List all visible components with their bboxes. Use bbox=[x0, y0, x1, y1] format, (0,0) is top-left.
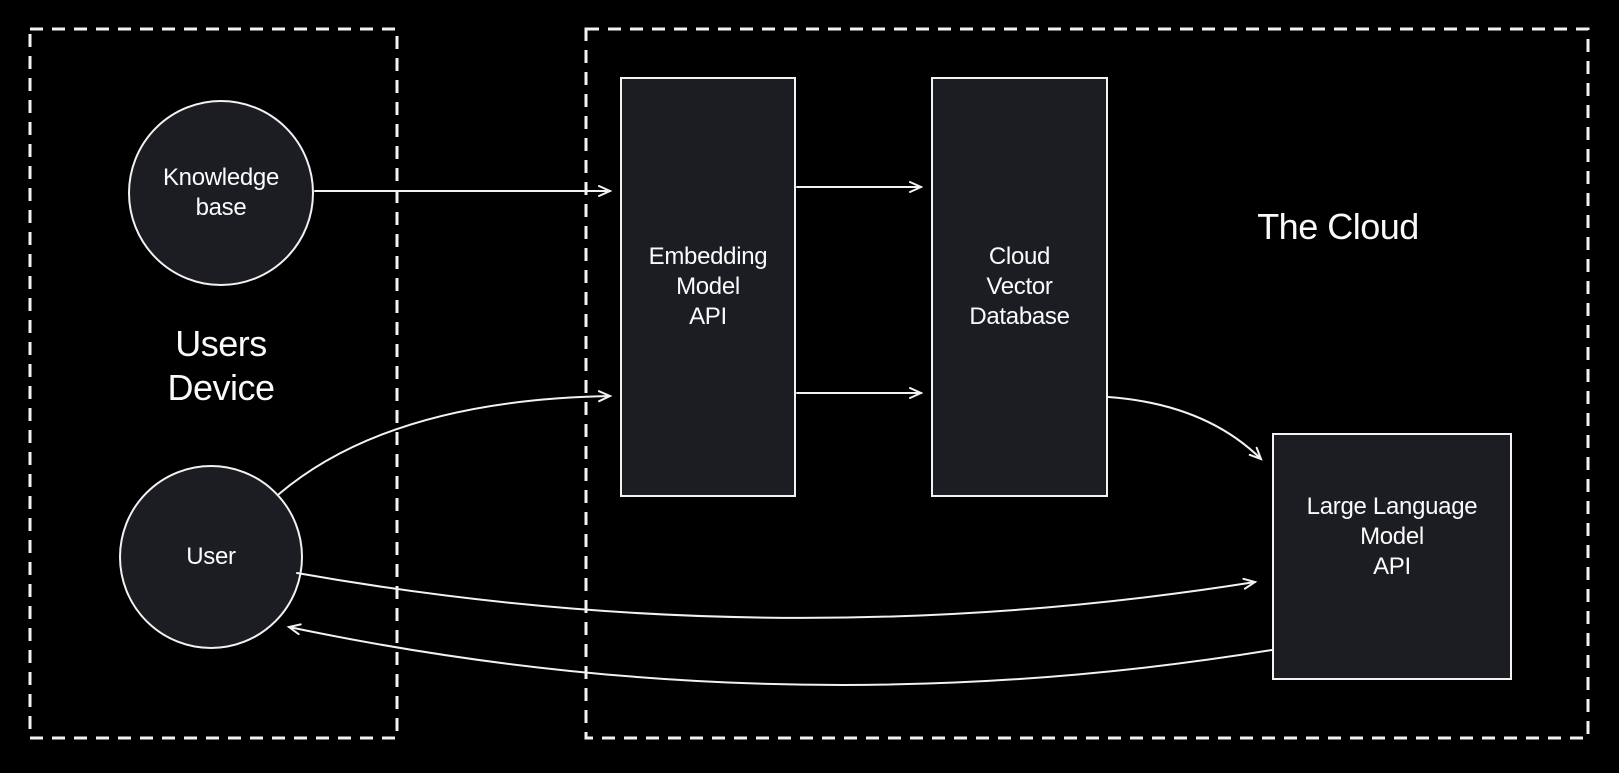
llm-label-line1: Large Language bbox=[1306, 492, 1478, 520]
node-cloud-vector-database: Cloud Vector Database bbox=[931, 77, 1108, 497]
edge-llm-to-user-arrow bbox=[286, 623, 1273, 686]
cloud-label-text: The Cloud bbox=[1257, 206, 1419, 247]
node-user: User bbox=[119, 465, 303, 649]
users-device-region-label: Users Device bbox=[121, 322, 321, 410]
cloud-region-label: The Cloud bbox=[1188, 205, 1488, 249]
knowledge-base-label-line1: Knowledge bbox=[162, 164, 280, 191]
embedding-label-line3: API bbox=[689, 303, 727, 330]
users-device-label-line1: Users bbox=[175, 323, 267, 364]
node-embedding-model-api: Embedding Model API bbox=[620, 77, 796, 497]
edge-user-to-embedding-arrow bbox=[278, 390, 613, 495]
node-large-language-model-api: Large Language Model API bbox=[1272, 433, 1512, 680]
llm-label-line2: Model bbox=[1360, 522, 1424, 550]
node-knowledge-base: Knowledge base bbox=[128, 100, 314, 286]
cvd-label-line3: Database bbox=[969, 303, 1070, 330]
cvd-label-line2: Vector bbox=[986, 273, 1053, 300]
knowledge-base-label-line2: base bbox=[195, 194, 247, 221]
edge-user-to-llm-arrow bbox=[296, 572, 1258, 619]
edge-cvd-to-llm-arrow bbox=[1107, 396, 1263, 461]
embedding-label-line2: Model bbox=[676, 273, 740, 300]
cvd-label-line1: Cloud bbox=[988, 243, 1051, 270]
user-label: User bbox=[186, 543, 236, 570]
llm-label-line3: API bbox=[1373, 552, 1411, 580]
users-device-label-line2: Device bbox=[167, 367, 275, 408]
embedding-label-line1: Embedding bbox=[648, 243, 768, 270]
